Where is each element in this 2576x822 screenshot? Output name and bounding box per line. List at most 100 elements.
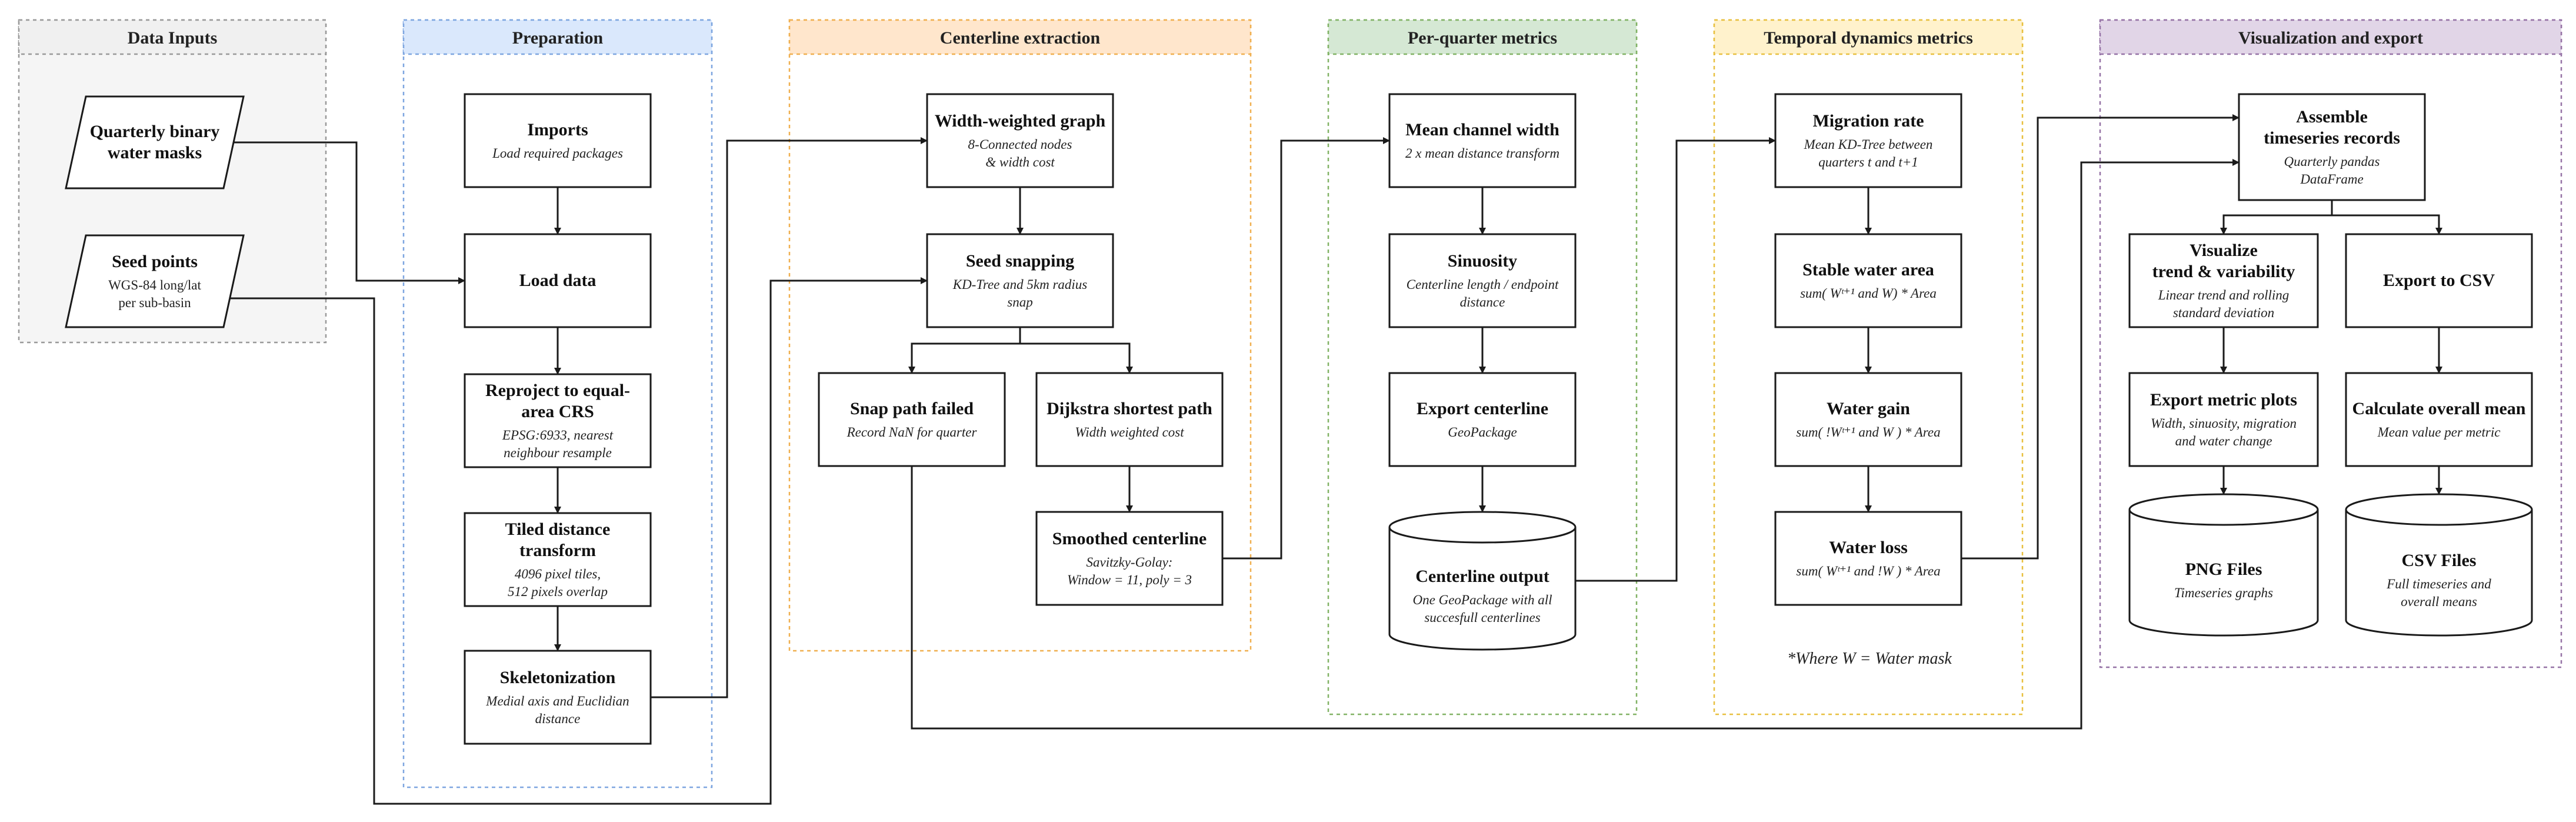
lane-header <box>1327 19 1638 55</box>
connector-skel-to-graph <box>651 137 928 698</box>
node-title: CSV Files <box>2402 551 2477 570</box>
lane-title: Temporal dynamics metrics <box>1764 28 1973 48</box>
connector-assemble-to-csvexp <box>2331 200 2442 235</box>
node-subtitle: neighbour resample <box>504 445 612 460</box>
node-subtitle: quarters t and t+1 <box>1818 155 1918 169</box>
cylinder-rim <box>2345 509 2533 526</box>
node-subtitle: Medial axis and Euclidian <box>485 694 629 708</box>
node-title: Tiled distance <box>505 520 611 539</box>
process-box <box>926 93 1114 188</box>
node-title: Load data <box>519 271 596 290</box>
process-box <box>1774 372 1962 467</box>
process-box <box>2128 233 2319 328</box>
node-subtitle: Width, sinuosity, migration <box>2151 416 2297 431</box>
footnote: *Where W = Water mask <box>1787 650 1952 668</box>
process-box <box>926 233 1114 328</box>
node-subtitle: sum( Wᵗ⁺¹ and W) * Area <box>1800 286 1937 301</box>
node-subtitle: Quarterly pandas <box>2284 154 2380 169</box>
process-box <box>464 373 652 468</box>
node-subtitle: & width cost <box>985 155 1055 169</box>
node-title: Skeletonization <box>500 668 616 687</box>
node-subtitle: snap <box>1007 295 1032 310</box>
node-title: Reproject to equal- <box>485 381 630 400</box>
node-subtitle: distance <box>535 711 581 726</box>
node-subtitle: Record NaN for quarter <box>847 425 978 440</box>
lane-title: Per-quarter metrics <box>1408 28 1557 48</box>
node-subtitle: One GeoPackage with all <box>1413 593 1552 607</box>
node-subtitle: succesfull centerlines <box>1424 610 1540 625</box>
node-title: Width-weighted graph <box>935 111 1106 131</box>
node-subtitle: 512 pixels overlap <box>508 584 608 599</box>
node-title: area CRS <box>521 402 594 421</box>
lane-title: Preparation <box>512 28 604 48</box>
node-title: Mean channel width <box>1405 120 1559 139</box>
node-subtitle: DataFrame <box>2300 172 2363 187</box>
process-box <box>2345 233 2533 328</box>
process-box <box>1774 93 1962 188</box>
node-title: Visualize <box>2190 241 2258 260</box>
node-subtitle: EPSG:6933, nearest <box>502 428 614 442</box>
lane-title: Visualization and export <box>2238 28 2423 48</box>
cylinder-rim <box>1388 527 1577 544</box>
process-box <box>1388 233 1577 328</box>
node-title: Export to CSV <box>2383 271 2495 290</box>
node-title: Water loss <box>1829 538 1908 557</box>
node-title: Calculate overall mean <box>2352 399 2526 418</box>
node-subtitle: WGS-84 long/lat <box>108 278 201 292</box>
node-subtitle: standard deviation <box>2173 305 2274 320</box>
node-title: water masks <box>108 143 202 162</box>
lane-header <box>402 19 713 55</box>
lane-header <box>2099 19 2562 55</box>
node-subtitle: Savitzky-Golay: <box>1087 555 1173 570</box>
node-title: Snap path failed <box>850 399 974 418</box>
node-subtitle: per sub-basin <box>118 295 191 310</box>
node-subtitle: Full timeseries and <box>2386 577 2491 591</box>
cylinder-rim <box>2128 509 2319 526</box>
node-subtitle: sum( !Wᵗ⁺¹ and W ) * Area <box>1796 425 1940 440</box>
connector-snap-to-dijkstra <box>1019 327 1133 374</box>
node-reproject: Reproject to equal-area CRS EPSG:6933, ne… <box>464 373 652 468</box>
connector-clout-to-migr <box>1575 137 1776 582</box>
process-box <box>2345 372 2533 467</box>
node-subtitle: distance <box>1460 295 1505 310</box>
database-cylinder <box>1388 511 1577 651</box>
node-title: Sinuosity <box>1448 251 1517 271</box>
node-subtitle: and water change <box>2175 434 2272 448</box>
node-subtitle: Centerline length / endpoint <box>1407 277 1559 292</box>
node-title: PNG Files <box>2185 560 2262 579</box>
node-load: Load data <box>464 233 652 328</box>
node-subtitle: Window = 11, poly = 3 <box>1067 573 1192 587</box>
node-title: trend & variability <box>2152 262 2295 281</box>
process-box <box>464 650 652 745</box>
process-box <box>1774 511 1962 606</box>
node-title: transform <box>519 541 596 560</box>
node-title: Seed points <box>112 252 198 271</box>
node-subtitle: Mean value per metric <box>2377 425 2501 440</box>
process-box <box>464 512 652 607</box>
process-box <box>464 93 652 188</box>
node-subtitle: Linear trend and rolling <box>2158 288 2290 302</box>
node-title: Centerline output <box>1415 567 1549 586</box>
lane-header <box>788 19 1252 55</box>
node-title: Smoothed centerline <box>1052 529 1207 548</box>
lane-header <box>18 19 327 55</box>
